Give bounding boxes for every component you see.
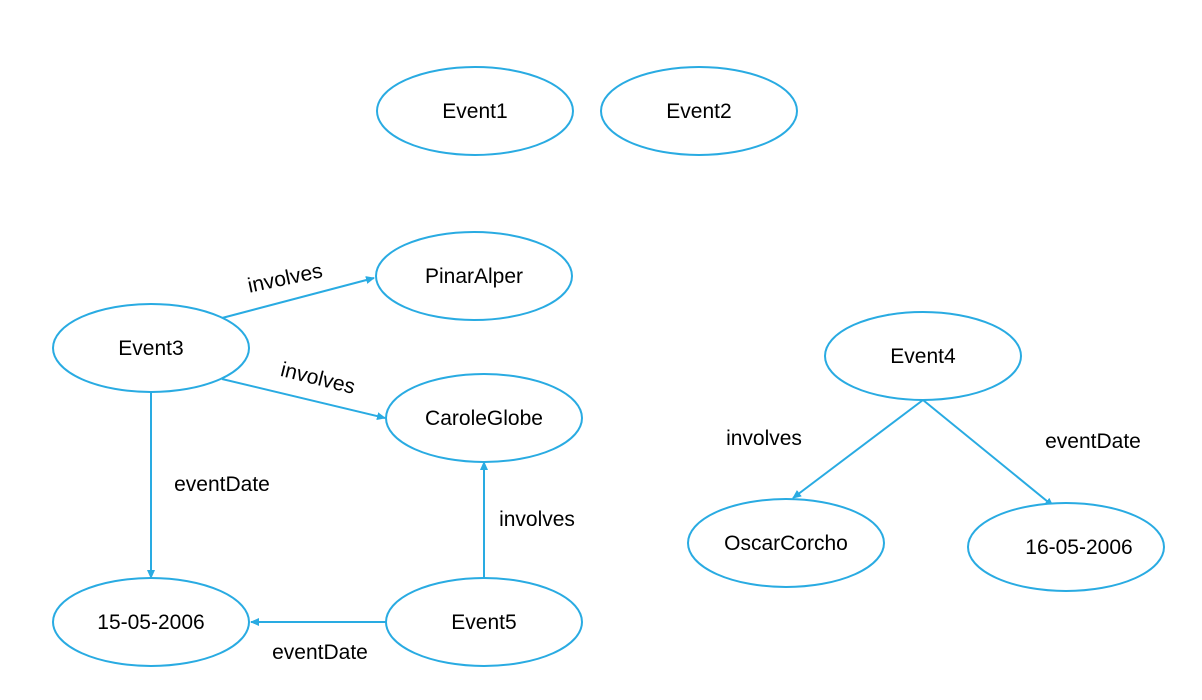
node-label-pinaralper: PinarAlper: [425, 265, 523, 288]
node-label-oscarcorcho: OscarCorcho: [724, 532, 848, 555]
node-label-event1: Event1: [442, 100, 507, 123]
node-event5: Event5: [385, 577, 583, 667]
edge-event4-eventdate-16: [922, 399, 1054, 507]
node-label-event3: Event3: [118, 337, 183, 360]
node-event2: Event2: [600, 66, 798, 156]
node-oscarcorcho: OscarCorcho: [687, 498, 885, 588]
edge-event3-involves-caroleglobe: [221, 378, 386, 421]
node-date-15-05-2006: 15-05-2006: [52, 577, 250, 667]
node-label-date-15: 15-05-2006: [97, 611, 204, 634]
node-label-caroleglobe: CaroleGlobe: [425, 407, 543, 430]
edge-event3-involves-pinaralper: [221, 276, 375, 319]
edge-label-e5-involves: involves: [499, 508, 575, 531]
edge-event4-involves-oscarcorcho: [792, 399, 924, 499]
node-label-date-16: 16-05-2006: [1025, 536, 1132, 559]
edge-label-e3-involves-carole: involves: [278, 358, 357, 399]
edge-label-e5-eventdate: eventDate: [272, 641, 368, 664]
node-event4: Event4: [824, 311, 1022, 401]
node-label-event4: Event4: [890, 345, 956, 368]
edge-label-e3-eventdate: eventDate: [174, 473, 270, 496]
node-label-event2: Event2: [666, 100, 731, 123]
edge-label-e3-involves-pinar: involves: [246, 259, 325, 297]
node-pinaralper: PinarAlper: [375, 231, 573, 321]
node-label-event5: Event5: [451, 611, 516, 634]
edge-label-e4-involves: involves: [726, 427, 802, 450]
node-event3: Event3: [52, 303, 250, 393]
edge-label-e4-eventdate: eventDate: [1045, 430, 1141, 453]
node-caroleglobe: CaroleGlobe: [385, 373, 583, 463]
node-date-16-05-2006: 16-05-2006: [967, 502, 1165, 592]
node-event1: Event1: [376, 66, 574, 156]
